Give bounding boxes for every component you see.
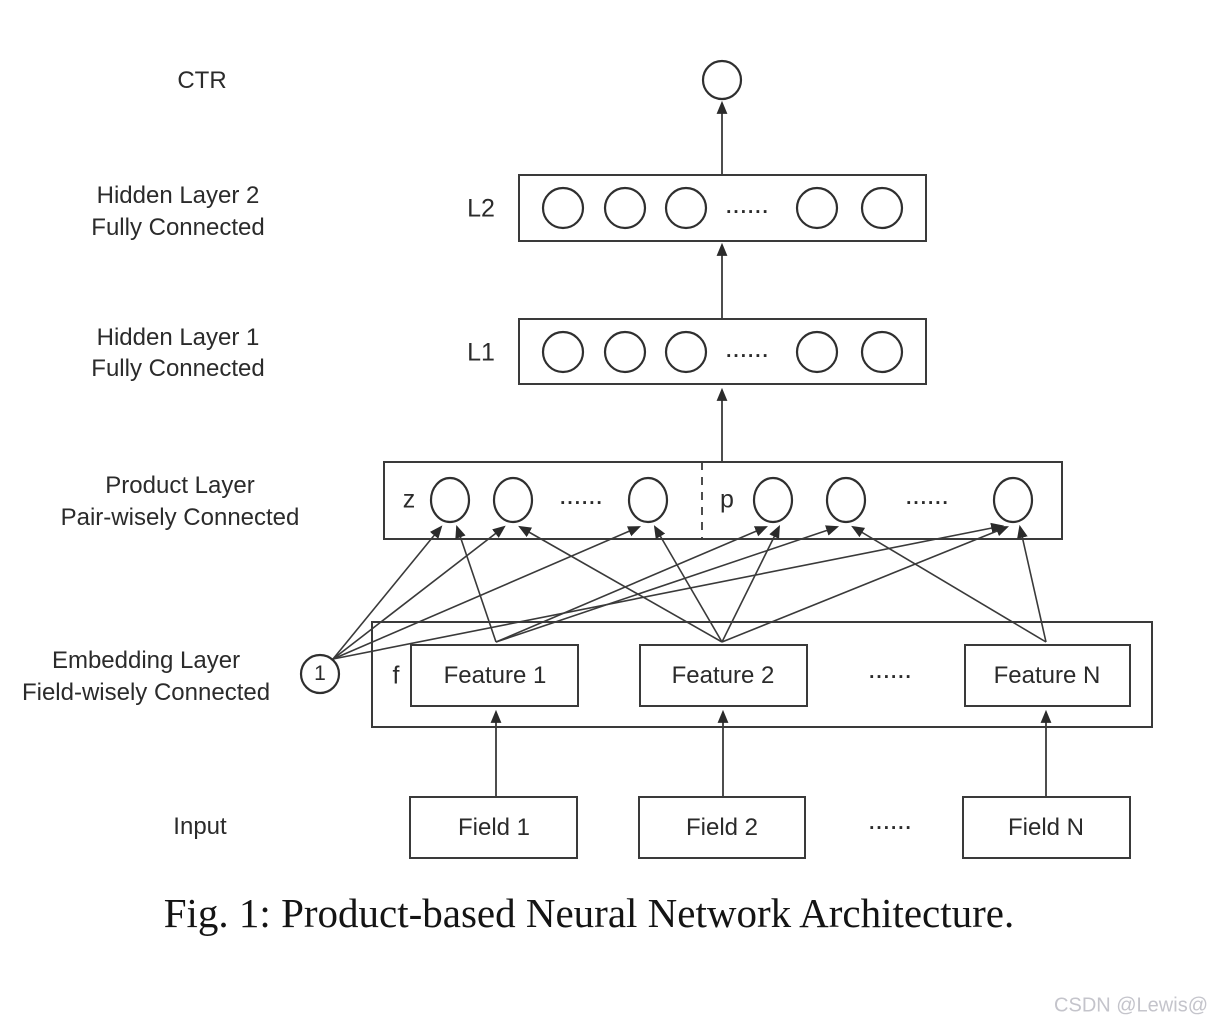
edge-feature1-to-p2 <box>495 525 840 643</box>
edge-feature2-to-z2 <box>518 525 723 643</box>
feature-n-label: Feature N <box>993 662 1101 689</box>
p-node <box>825 476 867 524</box>
l1-neuron <box>603 330 647 374</box>
hidden-layer-1-label-line1: Hidden Layer 1 <box>96 323 260 351</box>
field-ellipsis: ...... <box>869 813 913 834</box>
watermark: CSDN @Lewis@ <box>1054 994 1208 1017</box>
z-node <box>627 476 669 524</box>
product-layer-label-line2: Pair-wisely Connected <box>60 503 300 531</box>
edge-feature2-to-zn <box>653 525 723 643</box>
l1-neuron <box>664 330 708 374</box>
l1-neuron <box>860 330 904 374</box>
p-node <box>992 476 1034 524</box>
bias-one-value: 1 <box>314 662 326 685</box>
l2-neuron <box>860 186 904 230</box>
embedding-layer-label-line2: Field-wisely Connected <box>21 678 271 706</box>
edge-feature1-to-p1 <box>495 526 768 643</box>
edge-featuren-to-p2 <box>851 525 1047 643</box>
feature-ellipsis: ...... <box>869 662 913 683</box>
z-node <box>429 476 471 524</box>
l2-tag: L2 <box>467 194 495 223</box>
field-n-box <box>962 796 1131 859</box>
input-label: Input <box>173 812 227 840</box>
embedding-layer-label-line1: Embedding Layer <box>51 646 241 674</box>
field-n-label: Field N <box>1007 814 1085 841</box>
ctr-label: CTR <box>177 66 227 94</box>
l1-tag: L1 <box>467 338 495 367</box>
field-1-box <box>409 796 578 859</box>
edge-feature2-to-pn <box>721 526 1010 643</box>
figure-caption: Fig. 1: Product-based Neural Network Arc… <box>163 890 1015 936</box>
feature-1-box <box>410 644 579 707</box>
edge-bias-to-z2 <box>332 525 506 660</box>
l2-neuron <box>603 186 647 230</box>
ctr-output-node <box>701 59 743 101</box>
l1-neuron <box>541 330 585 374</box>
z-tag: z <box>402 485 416 514</box>
f-tag: f <box>392 661 400 690</box>
hidden-layer-1-label-line2: Fully Connected <box>91 354 265 382</box>
l2-neuron <box>664 186 708 230</box>
field-2-box <box>638 796 806 859</box>
edge-bias-to-zn <box>332 526 641 660</box>
hidden-layer-2-label-line1: Hidden Layer 2 <box>96 181 260 209</box>
p-ellipsis: ...... <box>906 488 950 509</box>
hidden-layer-2-label-line2: Fully Connected <box>91 213 265 241</box>
l2-neuron <box>795 186 839 230</box>
l2-neuron <box>541 186 585 230</box>
feature-2-box <box>639 644 808 707</box>
l1-neuron <box>795 330 839 374</box>
l2-ellipsis: ...... <box>726 197 770 218</box>
z-ellipsis: ...... <box>560 488 604 509</box>
product-layer-label-line1: Product Layer <box>105 471 255 499</box>
feature-1-label: Feature 1 <box>443 662 547 689</box>
feature-2-label: Feature 2 <box>671 662 775 689</box>
p-node <box>752 476 794 524</box>
edge-feature1-to-z1 <box>455 524 497 643</box>
feature-n-box <box>964 644 1131 707</box>
field-2-label: Field 2 <box>685 814 759 841</box>
hidden-layer-1-box <box>518 318 927 385</box>
edge-bias-to-pn <box>332 522 1005 660</box>
p-tag: p <box>720 485 734 514</box>
edge-bias-to-z1 <box>332 525 443 660</box>
l1-ellipsis: ...... <box>726 341 770 362</box>
edge-feature2-to-p1 <box>721 525 780 643</box>
z-node <box>492 476 534 524</box>
field-1-label: Field 1 <box>457 814 531 841</box>
edge-featuren-to-pn <box>1017 524 1047 643</box>
hidden-layer-2-box <box>518 174 927 242</box>
bias-one-node <box>299 653 341 695</box>
